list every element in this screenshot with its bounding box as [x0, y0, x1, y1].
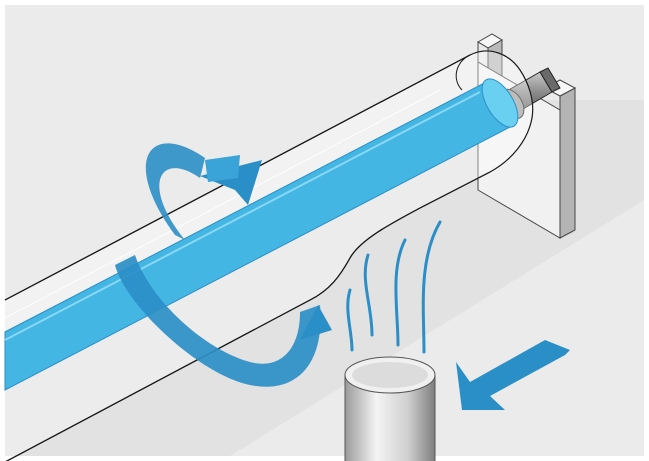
heat-nozzle — [345, 357, 435, 461]
